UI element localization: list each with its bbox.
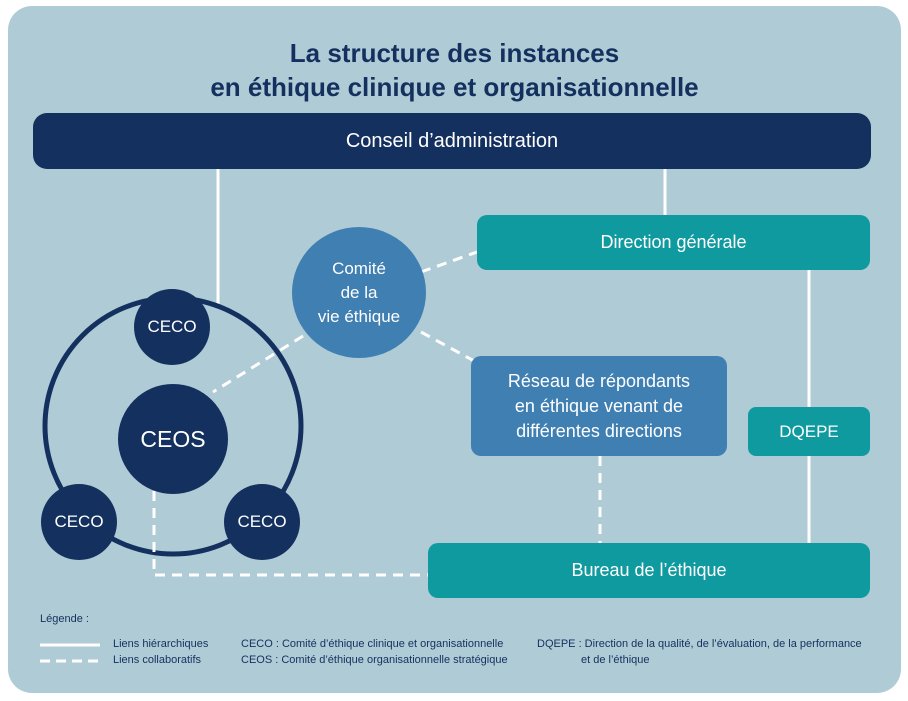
dqepe-label: DQEPE	[779, 421, 839, 441]
comite-vie-ethique-circle: Comité de la vie éthique	[292, 227, 426, 358]
reseau-label-line: Réseau de répondants	[507, 370, 691, 391]
legend-ceos-definition: CEOS : Comité d’éthique organisationnell…	[241, 654, 508, 666]
direction-generale-box: Direction générale	[477, 215, 870, 270]
ceos-circle: CEOS	[118, 384, 228, 494]
ceco-label: CECO	[147, 317, 197, 336]
legend-hier-label: Liens hiérarchiques	[113, 638, 209, 650]
ceos-label: CEOS	[140, 425, 206, 452]
diagram-panel: La structure des instances en éthique cl…	[8, 6, 901, 693]
comite-label-line: de la	[340, 282, 378, 302]
reseau-repondants-box: Réseau de répondants en éthique venant d…	[471, 356, 727, 456]
ceco-circle-top: CECO	[134, 289, 210, 365]
ceco-circle-right: CECO	[224, 484, 300, 560]
diagram-title: La structure des instances en éthique cl…	[8, 36, 901, 104]
legend-collab-label: Liens collaboratifs	[113, 654, 202, 666]
reseau-label-line: différentes directions	[516, 420, 682, 441]
direction-generale-label: Direction générale	[600, 232, 747, 252]
collab-link-comite-dg	[420, 250, 478, 274]
conseil-label: Conseil d’administration	[345, 129, 559, 152]
collab-link-comite-reseau	[420, 330, 477, 364]
bureau-ethique-box: Bureau de l’éthique	[428, 543, 870, 598]
legend-dqepe-definition-cont: et de l’éthique	[581, 654, 650, 666]
dqepe-box: DQEPE	[748, 407, 870, 456]
title-line-2: en éthique clinique et organisationnelle	[210, 72, 699, 102]
legend-ceco-definition: CECO : Comité d’éthique clinique et orga…	[241, 638, 504, 650]
conseil-administration-box: Conseil d’administration	[33, 113, 871, 169]
bureau-label: Bureau de l’éthique	[571, 560, 727, 580]
comite-label-line: vie éthique	[317, 306, 401, 326]
reseau-label-line: en éthique venant de	[514, 395, 684, 416]
ceco-circle-left: CECO	[41, 484, 117, 560]
ceco-label: CECO	[237, 512, 287, 531]
legend-dqepe-definition: DQEPE : Direction de la qualité, de l’év…	[537, 638, 862, 650]
legend-title: Légende :	[40, 613, 89, 625]
title-line-1: La structure des instances	[289, 38, 620, 68]
collab-link-comite-ceos	[212, 334, 304, 394]
comite-label-line: Comité	[332, 258, 386, 278]
ceco-label: CECO	[54, 512, 104, 531]
